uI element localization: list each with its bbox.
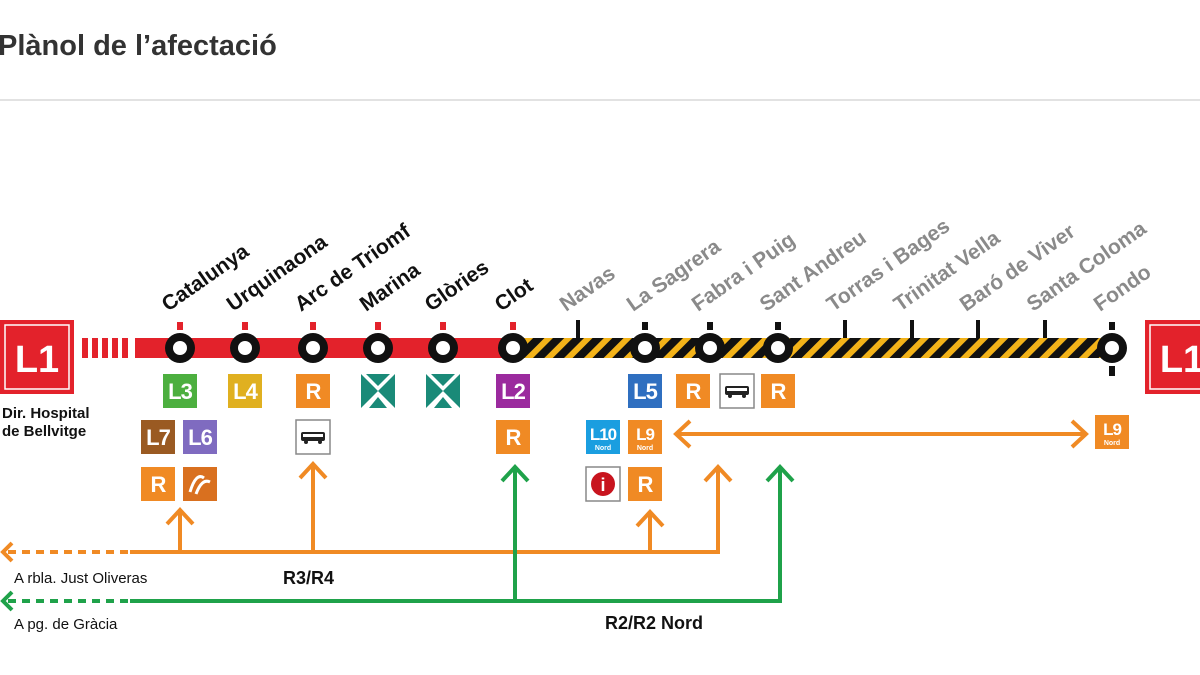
r3r4-route-label: R3/R4	[283, 568, 334, 588]
badge-label: R	[506, 425, 522, 450]
badge-label: L7	[146, 425, 170, 450]
badge-label: L4	[233, 379, 258, 404]
connection-badge: L3	[163, 374, 197, 408]
r3r4-arrow	[165, 507, 195, 552]
connection-badge: L4	[228, 374, 262, 408]
r2-arrow	[765, 464, 795, 601]
r2-arrow	[500, 464, 530, 601]
connection-badge: R	[296, 374, 330, 408]
station-6[interactable]: Navas	[556, 262, 620, 338]
connection-badge: R	[496, 420, 530, 454]
station-label: Clot	[491, 274, 538, 316]
info-icon: i	[585, 466, 621, 502]
tram-icon	[361, 374, 395, 408]
badge-label: R	[771, 379, 787, 404]
r2-destination: A pg. de Gràcia	[14, 616, 118, 633]
l9-connection-arrow	[673, 419, 1089, 449]
r2-route-label: R2/R2 Nord	[605, 613, 703, 633]
line-badge-left: L1	[0, 320, 74, 394]
badge-label: R	[638, 472, 654, 497]
badge-label: L2	[501, 379, 525, 404]
bus-icon	[719, 373, 755, 409]
r3r4-destination: A rbla. Just Oliveras	[14, 570, 147, 587]
badge-sublabel: Nord	[637, 445, 653, 452]
page-title: Plànol de l’afectació	[0, 30, 277, 62]
divider	[0, 99, 1200, 101]
direction-label-2: de Bellvitge	[2, 423, 86, 440]
line-closed-segment	[515, 338, 1112, 358]
badge-label: L9	[636, 425, 654, 444]
connection-badge: L5	[628, 374, 662, 408]
badge-sublabel: Nord	[595, 445, 611, 452]
station-label: Santa Coloma	[1023, 217, 1151, 316]
badge-sublabel: Nord	[1104, 440, 1120, 447]
station-label: Glòries	[421, 256, 493, 316]
badge-label: L5	[633, 379, 657, 404]
r3r4-arrow	[635, 509, 665, 552]
connection-badge: L7	[141, 420, 175, 454]
svg-text:L1: L1	[1160, 339, 1200, 381]
line-dash	[102, 338, 108, 358]
r2-line	[0, 590, 782, 612]
connection-badge: R	[761, 374, 795, 408]
connection-badge: R	[141, 467, 175, 501]
badge-label: R	[306, 379, 322, 404]
r3r4-arrow	[703, 464, 733, 552]
svg-text:L1: L1	[15, 339, 59, 381]
connection-badge: L2	[496, 374, 530, 408]
connection-badge: R	[676, 374, 710, 408]
badge-label: L3	[168, 379, 192, 404]
line-dash	[112, 338, 118, 358]
line-dash	[122, 338, 128, 358]
badge-label: L6	[188, 425, 212, 450]
line-badge-right: L1	[1145, 320, 1200, 394]
badge-label: L10	[590, 425, 617, 444]
bus-icon	[295, 419, 331, 455]
direction-label-1: Dir. Hospital	[2, 405, 90, 422]
badge-label: R	[686, 379, 702, 404]
tram-icon	[426, 374, 460, 408]
r3r4-arrow	[298, 461, 328, 552]
badge-label: L9	[1103, 420, 1121, 439]
fgc-icon	[183, 467, 217, 501]
station-label: Baró de Viver	[956, 220, 1080, 316]
svg-text:i: i	[600, 475, 605, 495]
connection-badge: R	[628, 467, 662, 501]
line-dash	[82, 338, 88, 358]
line-dash	[92, 338, 98, 358]
badge-label: R	[151, 472, 167, 497]
r3r4-line	[0, 541, 720, 563]
connection-badge: L6	[183, 420, 217, 454]
station-label: Navas	[556, 262, 620, 316]
